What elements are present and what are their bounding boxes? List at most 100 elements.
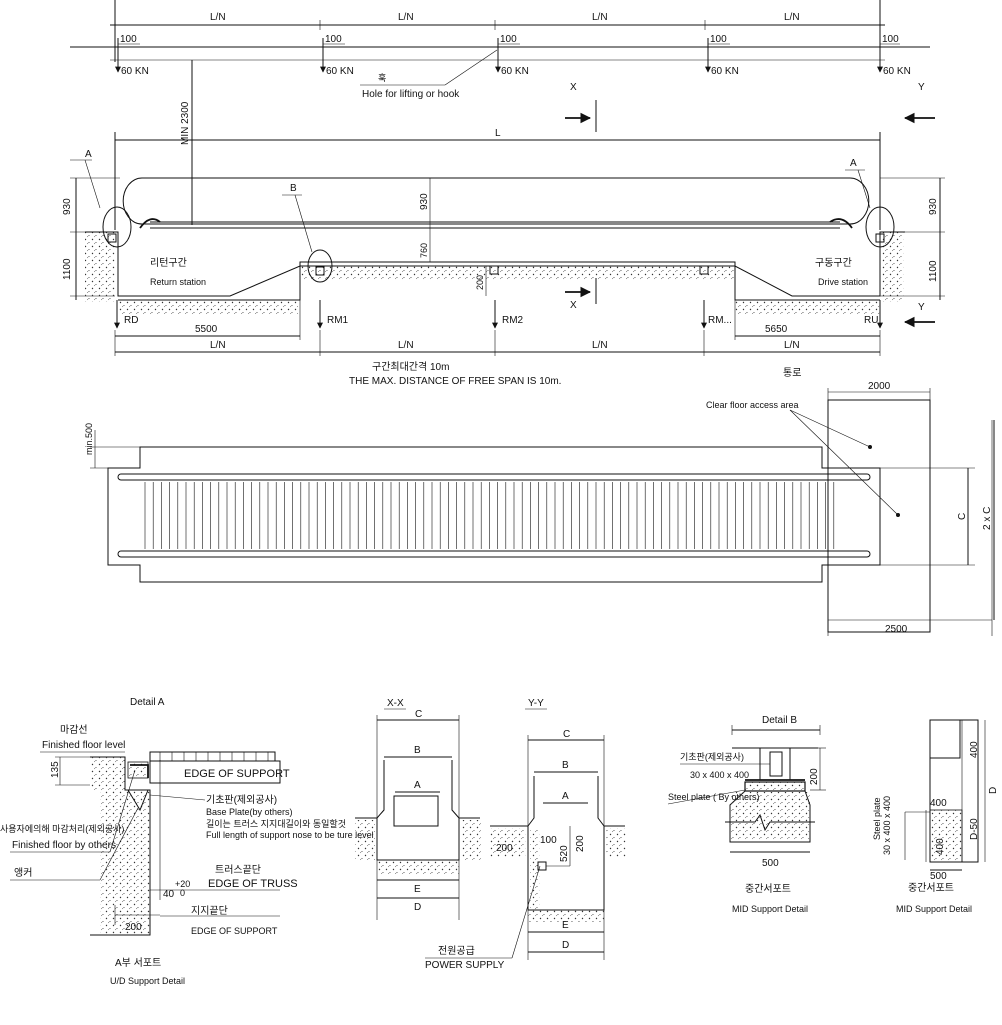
yy-dim-200-left: 200 xyxy=(496,843,513,854)
mid-steel-plate-label: Steel plate xyxy=(872,797,882,840)
svg-text:RM2: RM2 xyxy=(502,315,524,326)
height-mid: 930 xyxy=(419,193,430,210)
detail-a: Detail A 마감선 Finished floor level EDGE O… xyxy=(0,697,374,986)
section-yy-title: Y-Y xyxy=(528,698,544,709)
dim-200-a: 200 xyxy=(125,922,142,933)
hook-leader xyxy=(444,49,498,86)
span-label: L/N xyxy=(784,12,800,23)
section-xx-title: X-X xyxy=(387,698,404,709)
detail-b-plate-size: 30 x 400 x 400 xyxy=(690,770,749,780)
xx-dim-a: A xyxy=(414,780,421,791)
plan-view: 통로 Clear floor access area min.500 2000 … xyxy=(84,367,995,636)
dim-2c: 2 x C xyxy=(982,507,993,530)
free-span-en: THE MAX. DISTANCE OF FREE SPAN IS 10m. xyxy=(349,376,561,387)
svg-text:60 KN: 60 KN xyxy=(501,66,529,77)
base-plate-en: Base Plate(by others) xyxy=(206,807,293,817)
svg-text:100: 100 xyxy=(710,34,727,45)
mid-caption-en: MID Support Detail xyxy=(896,904,972,914)
span-label: L/N xyxy=(398,12,414,23)
concrete-hatch xyxy=(90,757,125,790)
support-end-kr: 지지끝단 xyxy=(191,905,228,917)
return-station-kr: 리턴구간 xyxy=(150,257,187,269)
height-right-upper: 930 xyxy=(928,198,939,215)
detail-b-dim-500: 500 xyxy=(762,858,779,869)
finished-floor-en: Finished floor level xyxy=(42,740,125,751)
height-right-lower: 1100 xyxy=(928,260,939,282)
reaction-arrow: RM... xyxy=(701,300,732,329)
handrail-top xyxy=(117,473,871,481)
tolerance-base: 40 xyxy=(163,889,175,900)
bottom-span-label: L/N xyxy=(592,340,608,351)
min-height-label: MIN 2300 xyxy=(180,101,191,145)
svg-text:RM...: RM... xyxy=(708,315,732,326)
bottom-span-label: L/N xyxy=(398,340,414,351)
svg-text:60 KN: 60 KN xyxy=(711,66,739,77)
xx-truss-box xyxy=(393,795,439,827)
svg-text:RD: RD xyxy=(124,315,138,326)
truss-end-en: EDGE OF TRUSS xyxy=(208,878,298,890)
mid-support-side: 400 D-50 D 400 400 Steel plate 30 x 400 … xyxy=(872,719,999,914)
base-plate-kr: 기초판(제외공사) xyxy=(206,794,277,806)
section-xx: X-X C B A E D xyxy=(355,698,481,920)
yy-dim-520: 520 xyxy=(559,845,570,862)
yy-dim-b: B xyxy=(562,760,569,771)
mid-plate-size: 30 x 400 x 400 xyxy=(882,796,892,855)
detail-a-caption-kr: A부 서포트 xyxy=(115,957,161,969)
detail-b-bubble xyxy=(307,249,333,283)
load-point: 100 60 KN xyxy=(705,34,739,77)
reaction-arrow: RM2 xyxy=(492,300,524,329)
width-2000: 2000 xyxy=(868,381,891,392)
finished-floor-kr: 마감선 xyxy=(60,724,88,736)
yy-dim-100: 100 xyxy=(540,835,557,846)
yy-dim-a: A xyxy=(562,791,569,802)
detail-a-title: Detail A xyxy=(130,697,165,708)
height-left-lower: 1100 xyxy=(62,258,73,280)
drive-station-kr: 구동구간 xyxy=(815,257,852,269)
height-left-upper: 930 xyxy=(62,198,73,215)
mid-dim-400-bottom: 400 xyxy=(935,838,946,855)
detail-b-caption-en: MID Support Detail xyxy=(732,904,808,914)
return-station-en: Return station xyxy=(150,277,206,287)
reaction-arrow: RM1 xyxy=(317,300,349,329)
ground-hatch-right xyxy=(882,232,904,302)
load-point: 100 60 KN xyxy=(495,34,529,77)
detail-a-left: A xyxy=(85,149,92,160)
reaction-arrow: RU xyxy=(864,300,883,329)
free-span-kr: 구간최대간격 10m xyxy=(372,360,449,373)
svg-text:100: 100 xyxy=(120,34,137,45)
user-finish-en: Finished floor by others xyxy=(12,840,116,851)
detail-b: B xyxy=(290,183,297,194)
height-mid-pit: 760 xyxy=(419,243,429,258)
truss-end-kr: 트러스끝단 xyxy=(215,864,261,876)
min-clearance: min.500 xyxy=(84,423,94,455)
detail-a-caption-en: U/D Support Detail xyxy=(110,976,185,986)
mid-dim-400-top: 400 xyxy=(969,741,980,758)
span-label: L/N xyxy=(592,12,608,23)
svg-text:100: 100 xyxy=(882,34,899,45)
detail-a-bubble-left xyxy=(102,206,132,248)
full-length-en: Full length of support nose to be ture l… xyxy=(206,830,374,840)
support-end-en: EDGE OF SUPPORT xyxy=(191,926,278,936)
detail-b-dim-200: 200 xyxy=(809,768,820,785)
xx-dim-c: C xyxy=(415,709,422,720)
mid-dim-400-mid: 400 xyxy=(930,798,947,809)
user-finish-kr: 사용자에의해 마감처리(제외공사) xyxy=(0,823,124,834)
svg-text:60 KN: 60 KN xyxy=(883,66,911,77)
drive-station-en: Drive station xyxy=(818,277,868,287)
tolerance-plus: +20 xyxy=(175,879,190,889)
mid-dim-d: D xyxy=(988,787,999,794)
truss-outline xyxy=(100,231,905,297)
hook-label-en: Hole for lifting or hook xyxy=(362,89,460,100)
access-area-en: Clear floor access area xyxy=(706,400,799,410)
dim-c: C xyxy=(957,513,968,520)
svg-text:60 KN: 60 KN xyxy=(121,66,149,77)
pit-depth: 200 xyxy=(475,275,485,290)
detail-b-base-kr: 기초판(제외공사) xyxy=(680,751,744,762)
span-label: L/N xyxy=(210,12,226,23)
section-y-top: Y xyxy=(918,82,925,93)
xx-dim-e: E xyxy=(414,884,421,895)
detail-a-bubble-right xyxy=(865,206,895,248)
mid-dim-500: 500 xyxy=(930,871,947,882)
side-elevation: L MIN 2300 X X Y Y 930 1100 930 1100 930 xyxy=(62,60,945,387)
